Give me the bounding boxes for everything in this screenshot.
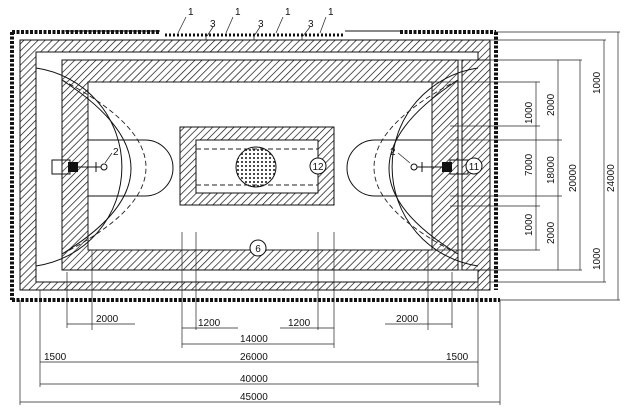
dim-24000: 24000 xyxy=(606,164,617,192)
dim-1000-bottom-inner: 1000 xyxy=(524,213,535,236)
label-hoop-right: 2 xyxy=(390,147,396,158)
label-light-1a: 1 xyxy=(188,7,194,18)
label-light-1d: 1 xyxy=(328,7,334,18)
dim-2000-top: 2000 xyxy=(546,93,557,116)
dim-1000-bottom-outer: 1000 xyxy=(592,247,603,270)
label-light-1b: 1 xyxy=(235,7,241,18)
dim-2000-right: 2000 xyxy=(396,314,419,325)
dim-1500-right: 1500 xyxy=(446,352,469,363)
label-light-1c: 1 xyxy=(285,7,291,18)
dim-40000: 40000 xyxy=(240,374,268,385)
dim-26000: 26000 xyxy=(240,352,268,363)
center-zone-band xyxy=(179,126,335,206)
dim-45000: 45000 xyxy=(240,392,268,403)
dim-1200-right: 1200 xyxy=(288,318,311,329)
left-key xyxy=(35,67,174,267)
dim-1500-left: 1500 xyxy=(44,352,67,363)
label-light-3b: 3 xyxy=(258,19,264,30)
marker-12: 12 xyxy=(309,157,327,175)
marker-6: 6 xyxy=(249,239,267,257)
dim-18000: 18000 xyxy=(546,156,557,184)
bottom-dimensions xyxy=(19,232,501,405)
dim-1000-top-inner: 1000 xyxy=(524,101,535,124)
dim-1000-top-outer: 1000 xyxy=(592,71,603,94)
marker-11-text: 11 xyxy=(469,162,480,173)
dim-2000-left: 2000 xyxy=(96,314,119,325)
marker-11: 11 xyxy=(465,157,483,175)
building-outer-wall xyxy=(10,30,500,302)
dim-1200-left: 1200 xyxy=(198,318,221,329)
label-hoop-left: 2 xyxy=(113,147,119,158)
right-key xyxy=(346,67,479,267)
label-light-3a: 3 xyxy=(210,19,216,30)
label-light-3c: 3 xyxy=(308,19,314,30)
dim-14000: 14000 xyxy=(240,334,268,345)
marker-6-text: 6 xyxy=(255,244,261,255)
dim-2000-bottom: 2000 xyxy=(546,221,557,244)
dim-7000: 7000 xyxy=(524,153,535,176)
marker-12-text: 12 xyxy=(312,162,324,173)
dim-20000: 20000 xyxy=(568,164,579,192)
right-dimensions xyxy=(432,31,620,301)
center-circle xyxy=(235,146,277,188)
